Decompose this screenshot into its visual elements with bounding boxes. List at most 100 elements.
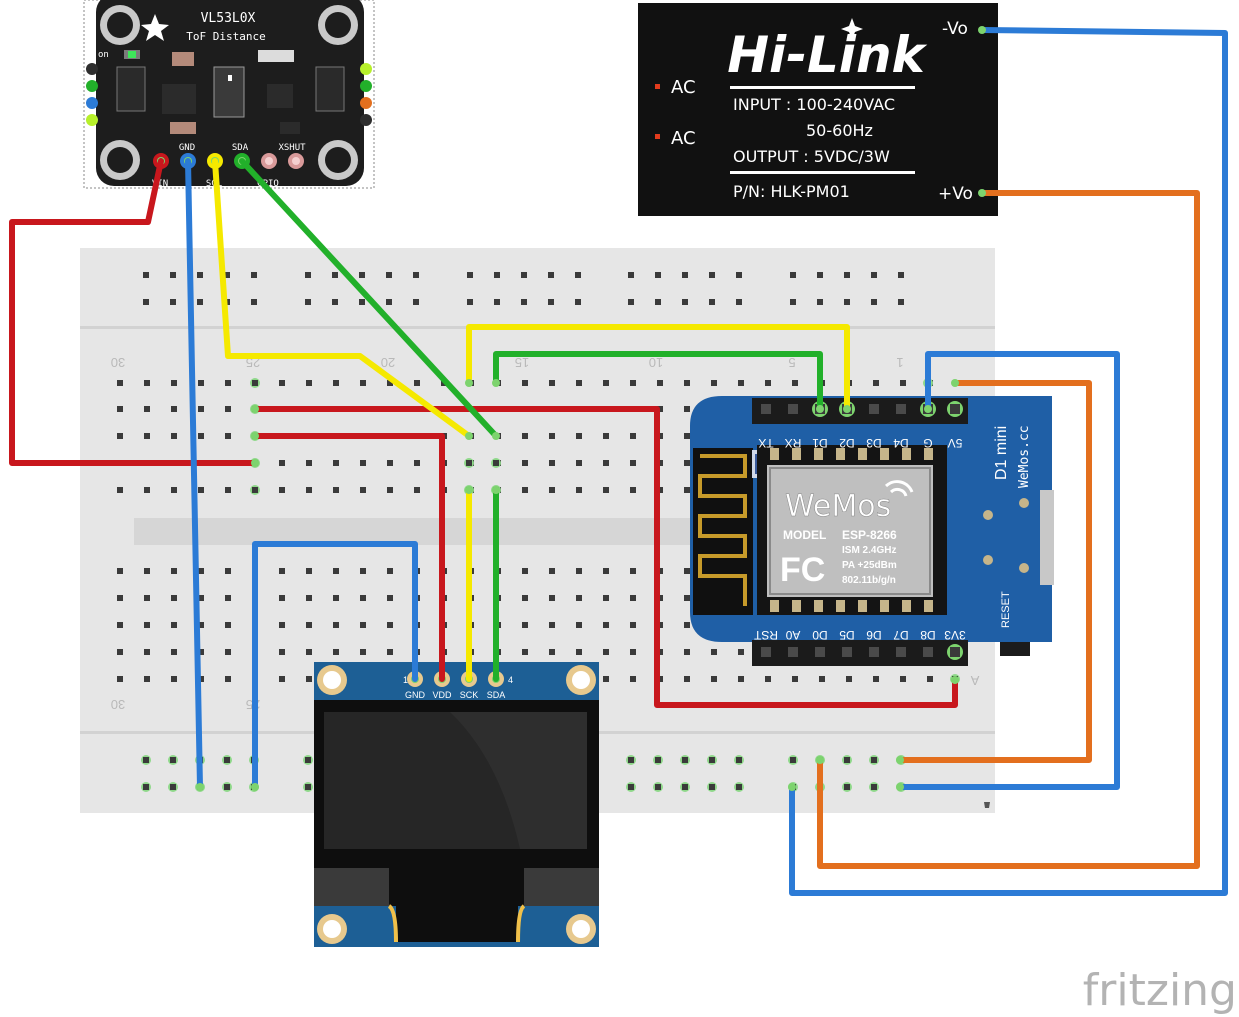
breadboard-hole[interactable]: [333, 568, 339, 574]
breadboard-hole[interactable]: [630, 622, 636, 628]
breadboard-hole[interactable]: [414, 460, 420, 466]
breadboard-hole[interactable]: [225, 649, 231, 655]
breadboard-hole[interactable]: [360, 595, 366, 601]
breadboard-hole[interactable]: [305, 299, 311, 305]
wire-red-oled-vdd[interactable]: [252, 433, 445, 682]
breadboard-hole[interactable]: [144, 406, 150, 412]
breadboard-hole[interactable]: [197, 272, 203, 278]
breadboard-hole[interactable]: [225, 622, 231, 628]
breadboard-hole[interactable]: [576, 460, 582, 466]
breadboard-hole[interactable]: [306, 568, 312, 574]
breadboard-hole[interactable]: [225, 568, 231, 574]
breadboard-hole[interactable]: [332, 299, 338, 305]
breadboard-hole[interactable]: [117, 487, 123, 493]
breadboard-hole[interactable]: [144, 676, 150, 682]
wemos-pin-d7[interactable]: [896, 647, 906, 657]
breadboard-hole[interactable]: [306, 487, 312, 493]
breadboard-hole[interactable]: [494, 299, 500, 305]
breadboard-hole[interactable]: [630, 676, 636, 682]
breadboard-hole[interactable]: [198, 433, 204, 439]
breadboard-hole[interactable]: [117, 595, 123, 601]
breadboard-hole[interactable]: [684, 649, 690, 655]
breadboard-hole[interactable]: [549, 487, 555, 493]
wemos-pin-d5[interactable]: [842, 647, 852, 657]
breadboard-hole[interactable]: [360, 380, 366, 386]
wire-blue-hilink-neg[interactable]: [789, 27, 1228, 896]
breadboard-hole[interactable]: [684, 595, 690, 601]
breadboard-hole[interactable]: [709, 299, 715, 305]
breadboard-hole[interactable]: [603, 595, 609, 601]
wemos-pin-a0[interactable]: [788, 647, 798, 657]
wire-yellow-tof-scl[interactable]: [212, 158, 472, 439]
breadboard-hole[interactable]: [900, 676, 906, 682]
breadboard-hole[interactable]: [603, 568, 609, 574]
breadboard-hole[interactable]: [279, 676, 285, 682]
breadboard-hole[interactable]: [549, 568, 555, 574]
breadboard-hole[interactable]: [898, 299, 904, 305]
breadboard-hole[interactable]: [225, 595, 231, 601]
breadboard-hole[interactable]: [360, 460, 366, 466]
breadboard-hole[interactable]: [844, 272, 850, 278]
breadboard-hole[interactable]: [117, 568, 123, 574]
breadboard-hole[interactable]: [171, 380, 177, 386]
breadboard-hole[interactable]: [738, 676, 744, 682]
breadboard-hole[interactable]: [144, 622, 150, 628]
breadboard-hole[interactable]: [387, 595, 393, 601]
breadboard-hole[interactable]: [306, 676, 312, 682]
breadboard-hole[interactable]: [413, 272, 419, 278]
breadboard-hole[interactable]: [792, 676, 798, 682]
breadboard-hole[interactable]: [279, 380, 285, 386]
breadboard-hole[interactable]: [359, 299, 365, 305]
breadboard-hole[interactable]: [549, 380, 555, 386]
breadboard-hole[interactable]: [575, 272, 581, 278]
breadboard-hole[interactable]: [333, 622, 339, 628]
wire-orange-wemos-5v[interactable]: [897, 380, 1092, 763]
breadboard-hole[interactable]: [522, 568, 528, 574]
breadboard-hole[interactable]: [170, 299, 176, 305]
breadboard-hole[interactable]: [603, 622, 609, 628]
breadboard-hole[interactable]: [682, 272, 688, 278]
wemos-pin-tx[interactable]: [761, 404, 771, 414]
breadboard-hole[interactable]: [684, 433, 690, 439]
breadboard-hole[interactable]: [494, 272, 500, 278]
breadboard-hole[interactable]: [522, 460, 528, 466]
breadboard-hole[interactable]: [576, 433, 582, 439]
breadboard-hole[interactable]: [387, 487, 393, 493]
breadboard-hole[interactable]: [549, 460, 555, 466]
breadboard-hole[interactable]: [143, 299, 149, 305]
breadboard-hole[interactable]: [360, 622, 366, 628]
breadboard-hole[interactable]: [709, 272, 715, 278]
breadboard-hole[interactable]: [521, 272, 527, 278]
breadboard-hole[interactable]: [765, 380, 771, 386]
breadboard-hole[interactable]: [306, 649, 312, 655]
wemos-pin-d6[interactable]: [869, 647, 879, 657]
breadboard-hole[interactable]: [333, 649, 339, 655]
breadboard-hole[interactable]: [279, 649, 285, 655]
breadboard-hole[interactable]: [576, 487, 582, 493]
breadboard-hole[interactable]: [279, 568, 285, 574]
breadboard-hole[interactable]: [548, 272, 554, 278]
breadboard-hole[interactable]: [684, 406, 690, 412]
breadboard-hole[interactable]: [603, 487, 609, 493]
breadboard-hole[interactable]: [819, 676, 825, 682]
wire-blue-oled-gnd[interactable]: [252, 541, 418, 790]
breadboard-hole[interactable]: [144, 380, 150, 386]
breadboard-hole[interactable]: [844, 299, 850, 305]
breadboard-hole[interactable]: [549, 649, 555, 655]
breadboard-hole[interactable]: [144, 595, 150, 601]
breadboard-hole[interactable]: [628, 272, 634, 278]
breadboard-hole[interactable]: [603, 676, 609, 682]
breadboard-hole[interactable]: [522, 622, 528, 628]
breadboard-hole[interactable]: [198, 622, 204, 628]
breadboard-hole[interactable]: [655, 272, 661, 278]
breadboard-hole[interactable]: [144, 568, 150, 574]
breadboard-hole[interactable]: [682, 299, 688, 305]
breadboard-hole[interactable]: [576, 595, 582, 601]
breadboard-hole[interactable]: [898, 272, 904, 278]
breadboard-hole[interactable]: [198, 487, 204, 493]
breadboard-hole[interactable]: [738, 380, 744, 386]
wemos-pin-3v3[interactable]: [950, 647, 960, 657]
breadboard-hole[interactable]: [306, 460, 312, 466]
reset-button[interactable]: [1000, 642, 1030, 656]
breadboard-hole[interactable]: [549, 622, 555, 628]
